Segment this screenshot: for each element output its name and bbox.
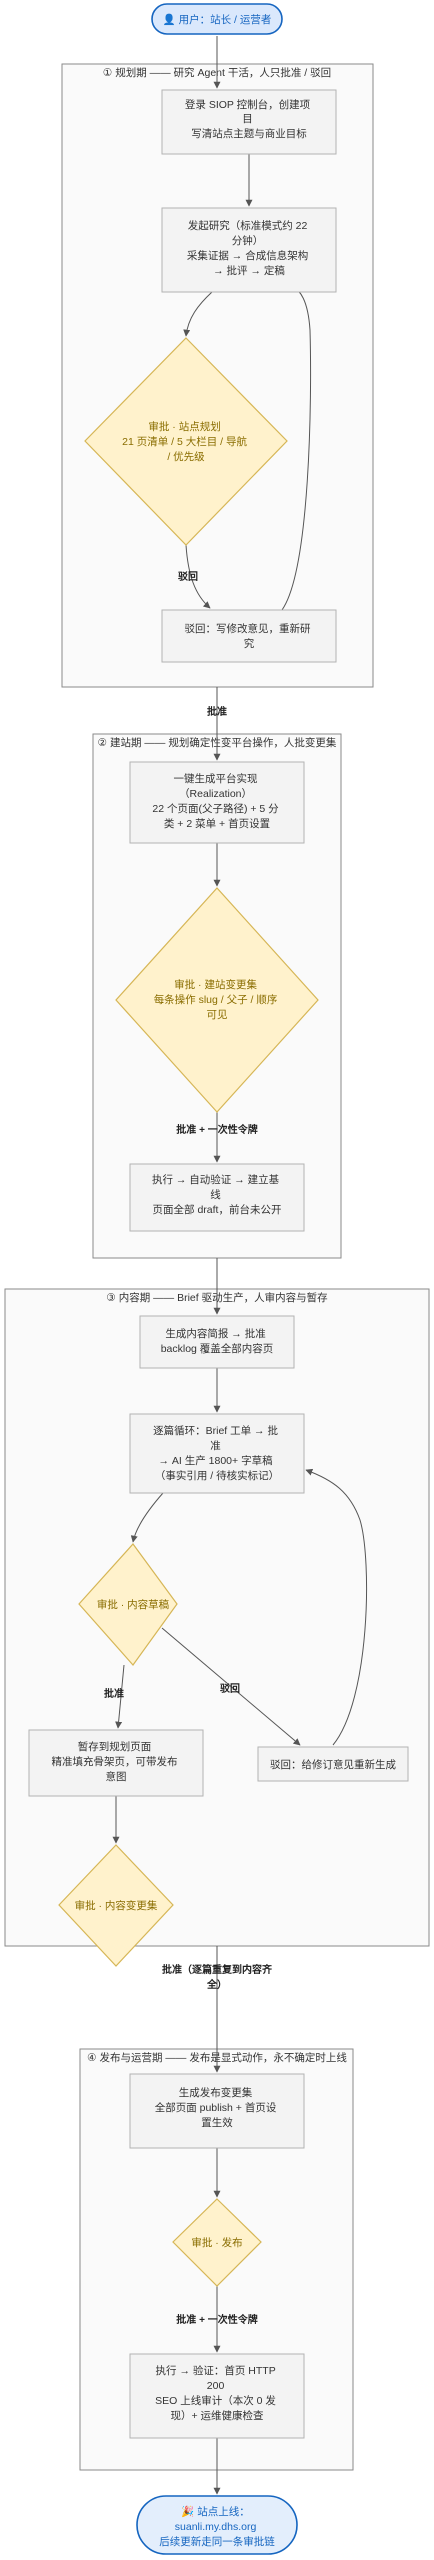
stage-to-plan-node: 暂存到规划页面 精准填充骨架页，可带发布 意图 [28,1729,204,1797]
brief-loop-node: 逐篇循环：Brief 工单 → 批 准 → AI 生产 1800+ 字草稿 （事… [129,1413,305,1494]
realization-node: 一键生成平台实现 （Realization） 22 个页面(父子路径) + 5 … [129,761,305,844]
edge-label-approve-2: 批准 + 一次性令牌 [176,1123,257,1136]
start-label: 👤 用户：站长 / 运营者 [163,13,272,26]
content-backlog-text: 生成内容简报 → 批准 backlog 覆盖全部内容页 [161,1327,274,1355]
publish-review-diamond: 审批 · 发布 [172,2198,262,2287]
reject-research-node: 驳回：写修改意见，重新研 究 [161,609,337,663]
edge-review-to-reject [185,544,211,609]
edge-reject-to-loop [305,1468,368,1746]
edge-review-to-stage [115,1664,125,1729]
publish-changeset-node: 生成发布变更集 全部页面 publish + 首页设 置生效 [129,2073,305,2149]
edge-label-approve-3: 批准 [104,1687,124,1700]
login-create-project-text: 登录 SIOP 控制台，创建项 目 写清站点主题与商业目标 [185,98,313,140]
edge-label-reject-3: 驳回 [220,1682,240,1695]
publish-changeset-text: 生成发布变更集 全部页面 publish + 首页设 置生效 [155,2086,280,2129]
publish-review-text: 审批 · 发布 [191,2236,242,2249]
reject-regenerate-node: 驳回：给修订意见重新生成 [257,1746,409,1782]
edge-label-reject-1: 驳回 [178,570,198,583]
execute-build-node: 执行 → 自动验证 → 建立基 线 页面全部 draft，前台未公开 [129,1163,305,1232]
content-changeset-review-diamond: 审批 · 内容变更集 [58,1844,174,1967]
start-node: 👤 用户：站长 / 运营者 [151,3,283,35]
edge-label-approve-1: 批准 [207,705,227,718]
edge-labels: 驳回 批准 批准 + 一次性令牌 批准 驳回 批准（逐篇重复到内容齐 全） 批准… [104,570,273,2326]
edge-review-to-reject3 [161,1627,301,1746]
site-plan-review-text: 审批 · 站点规划 21 页清单 / 5 大栏目 / 导航 / 优先级 [122,420,250,463]
build-changeset-review-text: 审批 · 建站变更集 每条操作 slug / 父子 / 顺序 可见 [154,978,281,1021]
reject-regenerate-text: 驳回：给修订意见重新生成 [270,1758,396,1771]
stage-to-plan-text: 暂存到规划页面 精准填充骨架页，可带发布 意图 [52,1740,181,1783]
edge-label-repeat-line-2: 全） [206,1978,227,1991]
login-create-project-node: 登录 SIOP 控制台，创建项 目 写清站点主题与商业目标 [161,89,337,155]
edge-reject-to-research [281,285,312,611]
reject-research-text: 驳回：写修改意见，重新研 究 [185,622,314,650]
execute-verify-node: 执行 → 验证：首页 HTTP 200 SEO 上线审计（本次 0 发 现）+ … [129,2353,305,2439]
edge-loop-to-review [130,1492,164,1543]
end-node: 🎉 站点上线： suanli.my.dhs.org 后续更新走同一条审批链 [136,2495,298,2555]
research-text: 发起研究（标准模式约 22 分钟） 采集证据 → 合成信息架构 → 批评 → 定… [187,219,311,277]
brief-loop-text: 逐篇循环：Brief 工单 → 批 准 → AI 生产 1800+ 字草稿 （事… [153,1424,281,1482]
research-node: 发起研究（标准模式约 22 分钟） 采集证据 → 合成信息架构 → 批评 → 定… [161,207,337,293]
build-changeset-review-diamond: 审批 · 建站变更集 每条操作 slug / 父子 / 顺序 可见 [115,887,319,1113]
edge-label-approve-4: 批准 + 一次性令牌 [176,2313,257,2326]
edges [112,36,368,2495]
content-changeset-review-text: 审批 · 内容变更集 [75,1899,158,1912]
content-draft-review-diamond: 审批 · 内容草稿 [78,1543,178,1666]
site-plan-review-diamond: 审批 · 站点规划 21 页清单 / 5 大栏目 / 导航 / 优先级 [84,337,288,546]
execute-verify-text: 执行 → 验证：首页 HTTP 200 SEO 上线审计（本次 0 发 现）+ … [155,2364,279,2422]
edge-label-repeat-line-1: 批准（逐篇重复到内容齐 [162,1963,273,1976]
content-draft-review-text: 审批 · 内容草稿 [97,1598,169,1611]
execute-build-text: 执行 → 自动验证 → 建立基 线 页面全部 draft，前台未公开 [152,1173,282,1216]
edge-research-to-review [183,291,213,337]
end-text: 🎉 站点上线： suanli.my.dhs.org 后续更新走同一条审批链 [159,2505,275,2548]
realization-text: 一键生成平台实现 （Realization） 22 个页面(父子路径) + 5 … [152,772,281,830]
content-backlog-node: 生成内容简报 → 批准 backlog 覆盖全部内容页 [139,1315,295,1369]
